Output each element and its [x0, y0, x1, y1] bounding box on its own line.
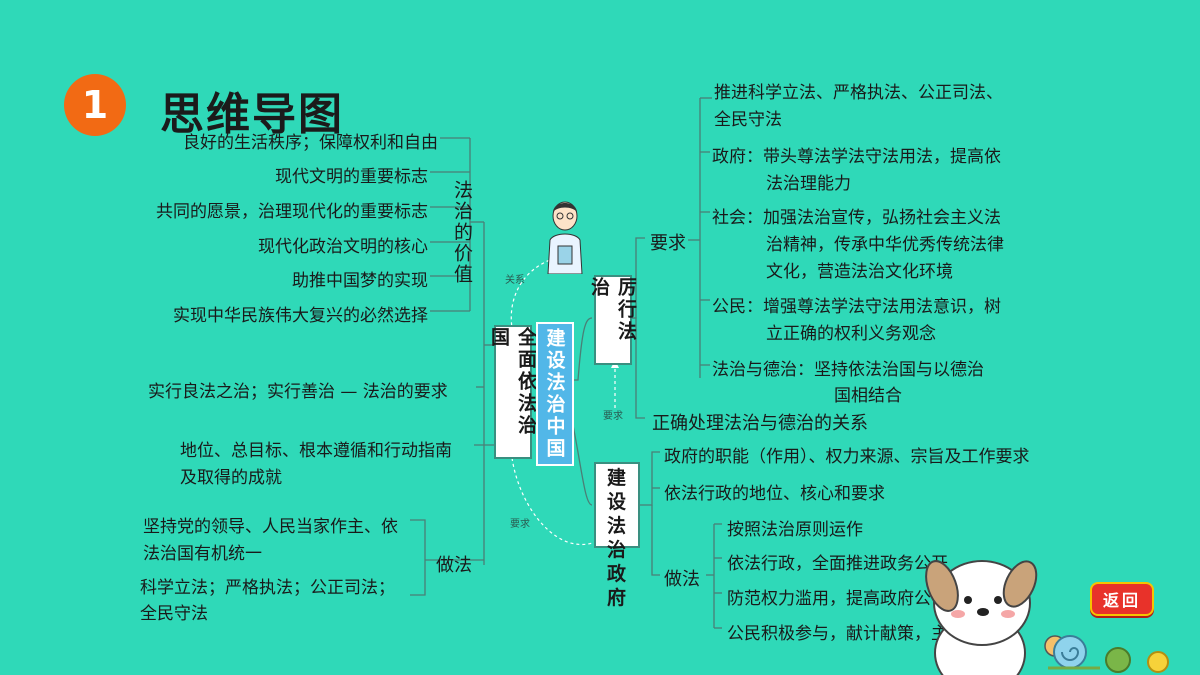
- citizen-req-line2: 立正确的权利义务观念: [766, 324, 936, 344]
- req-item1-line1: 推进科学立法、严格执法、公正司法、: [714, 83, 1003, 103]
- gov-item2: 依法行政的地位、核心和要求: [664, 484, 885, 504]
- value-item: 现代文明的重要标志: [275, 167, 428, 187]
- citizen-req-line1: 公民：增强尊法学法守法用法意识，树: [712, 297, 1001, 317]
- page-title: 思维导图: [160, 89, 344, 140]
- gov-req-line1: 政府：带头尊法学法守法用法，提高依: [712, 147, 1001, 167]
- req-item1-line2: 全民守法: [714, 110, 782, 130]
- left-method-item1-line1: 坚持党的领导、人民当家作主、依: [143, 517, 398, 537]
- value-item: 良好的生活秩序；保障权利和自由: [183, 133, 438, 153]
- dog-illustration: [925, 560, 1066, 675]
- gov-method-item: 公民积极参与，献计献策，主动监督: [727, 624, 999, 644]
- relation-item: 正确处理法治与德治的关系: [652, 413, 868, 434]
- value-item: 共同的愿景，治理现代化的重要标志: [156, 202, 428, 222]
- society-req-line1: 社会：加强法治宣传，弘扬社会主义法: [712, 208, 1001, 228]
- gov-method-label: 做法: [664, 569, 700, 590]
- node-law-based-government: 建设法治政府: [594, 462, 640, 609]
- value-item: 助推中国梦的实现: [292, 271, 428, 291]
- center-node: 建设法治中国: [536, 322, 574, 466]
- section-number-badge: 1: [64, 74, 126, 136]
- node-practice-rule-of-law: 厉行法治: [588, 275, 637, 365]
- status-item-line1: 地位、总目标、根本遵循和行动指南: [180, 441, 452, 461]
- left-method-item2-line1: 科学立法；严格执法；公正司法；: [140, 578, 395, 598]
- teacher-illustration: [547, 201, 583, 274]
- virtue-req-line2: 国相结合: [834, 386, 902, 406]
- value-item: 实现中华民族伟大复兴的必然选择: [173, 306, 428, 326]
- arrow-label: 要求: [603, 411, 623, 422]
- gov-item1: 政府的职能（作用）、权力来源、宗旨及工作要求: [664, 447, 1030, 467]
- left-method-item2-line2: 全民守法: [140, 604, 208, 624]
- requirements-label: 要求: [650, 233, 686, 254]
- good-law-item: 实行良法之治；实行善治 — 法治的要求: [148, 382, 448, 402]
- arrow-label: 关系: [505, 275, 525, 286]
- gov-method-item: 依法行政，全面推进政务公开: [727, 554, 948, 574]
- status-item-line2: 及取得的成就: [180, 468, 282, 488]
- society-req-line3: 文化，营造法治文化环境: [766, 262, 953, 282]
- left-method-item1-line2: 法治国有机统一: [143, 544, 262, 564]
- virtue-req-line1: 法治与德治：坚持依法治国与以德治: [712, 360, 984, 380]
- value-item: 现代化政治文明的核心: [258, 237, 428, 257]
- left-method-label: 做法: [436, 555, 472, 576]
- gov-method-item: 防范权力滥用，提高政府公信力: [727, 589, 965, 609]
- gov-req-line2: 法治理能力: [766, 174, 851, 194]
- arrow-label: 要求: [510, 519, 530, 530]
- main-node-rule-of-law: 全面依法治国: [488, 325, 537, 459]
- back-button[interactable]: 返回: [1090, 582, 1154, 616]
- society-req-line2: 治精神，传承中华优秀传统法律: [766, 235, 1004, 255]
- snail-decoration: [1048, 635, 1169, 673]
- value-branch-label: 法治的价值: [451, 180, 473, 285]
- gov-method-item: 按照法治原则运作: [727, 520, 863, 540]
